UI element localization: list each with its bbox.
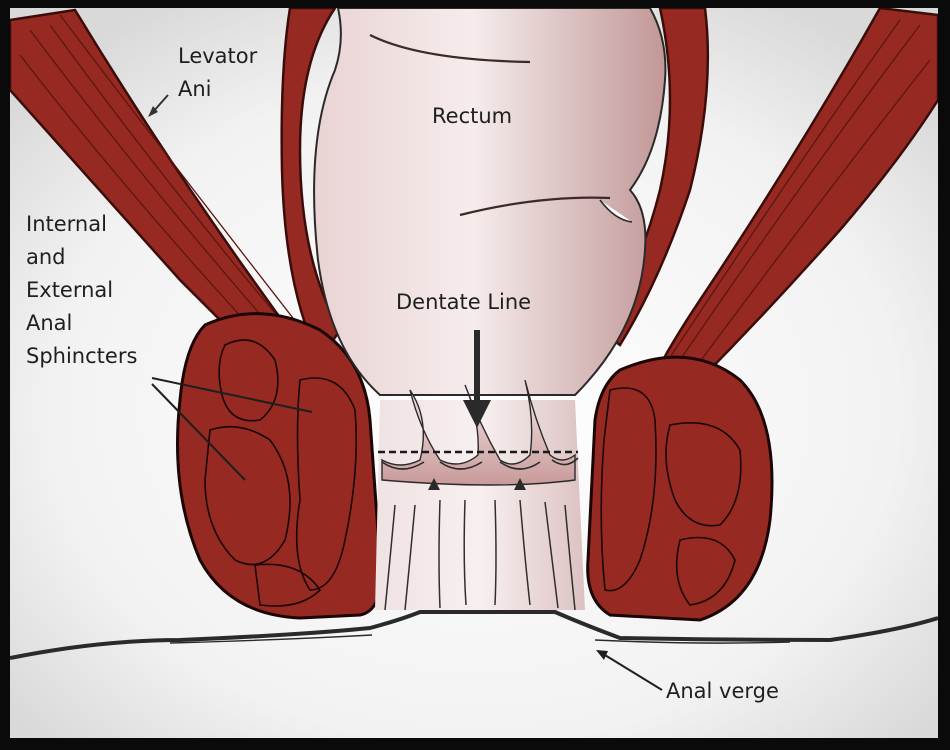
label-sphincters: Internal and External Anal Sphincters bbox=[26, 208, 137, 373]
label-sphincters-line4: Anal bbox=[26, 311, 73, 335]
rectal-fold-lower bbox=[459, 196, 611, 217]
sphincter-pointer-1 bbox=[151, 377, 313, 413]
label-anal-verge-text: Anal verge bbox=[666, 679, 779, 703]
dentate-arrow-head bbox=[463, 400, 491, 428]
label-rectum: Rectum bbox=[432, 100, 512, 133]
skin-line-inner bbox=[169, 634, 791, 644]
rectal-fold-notch bbox=[599, 199, 633, 223]
left-sphincter-complex bbox=[176, 312, 383, 620]
label-sphincters-line2: and bbox=[26, 245, 66, 269]
anatomy-illustration bbox=[10, 8, 938, 738]
anal-verge-pointer bbox=[599, 651, 663, 691]
left-sphincter-internal-outline bbox=[204, 339, 358, 607]
left-levator-fibers bbox=[19, 14, 319, 376]
label-dentate-line-text: Dentate Line bbox=[396, 290, 532, 314]
levator-ani-pointer-head bbox=[148, 106, 158, 117]
rectal-fold-upper bbox=[369, 34, 531, 64]
anal-valves bbox=[381, 457, 579, 470]
anal-canal-folds bbox=[384, 499, 576, 611]
right-rectal-wall-muscle bbox=[598, 8, 710, 347]
label-sphincters-line1: Internal bbox=[26, 212, 107, 236]
label-rectum-text: Rectum bbox=[432, 104, 513, 128]
sphincter-pointer-2 bbox=[151, 383, 246, 481]
label-levator-ani-line2: Ani bbox=[178, 77, 212, 101]
anal-crypts bbox=[381, 379, 576, 486]
skin-line bbox=[10, 610, 938, 660]
diagram-canvas: Levator Ani Rectum Internal and External… bbox=[10, 8, 938, 738]
right-sphincter-internal-outline bbox=[600, 387, 742, 606]
label-sphincters-line3: External bbox=[26, 278, 114, 302]
anal-verge-pointer-head bbox=[596, 650, 608, 660]
label-sphincters-line5: Sphincters bbox=[26, 344, 138, 368]
label-levator-ani-line1: Levator bbox=[178, 44, 258, 68]
label-anal-verge: Anal verge bbox=[666, 675, 779, 708]
label-dentate-line: Dentate Line bbox=[396, 286, 531, 319]
right-levator-fibers bbox=[664, 19, 931, 376]
papilla-marker-right bbox=[514, 478, 526, 490]
rectum bbox=[313, 8, 667, 396]
right-sphincter-complex bbox=[586, 355, 774, 622]
papilla-marker-left bbox=[428, 478, 440, 490]
label-levator-ani: Levator Ani bbox=[178, 40, 257, 106]
